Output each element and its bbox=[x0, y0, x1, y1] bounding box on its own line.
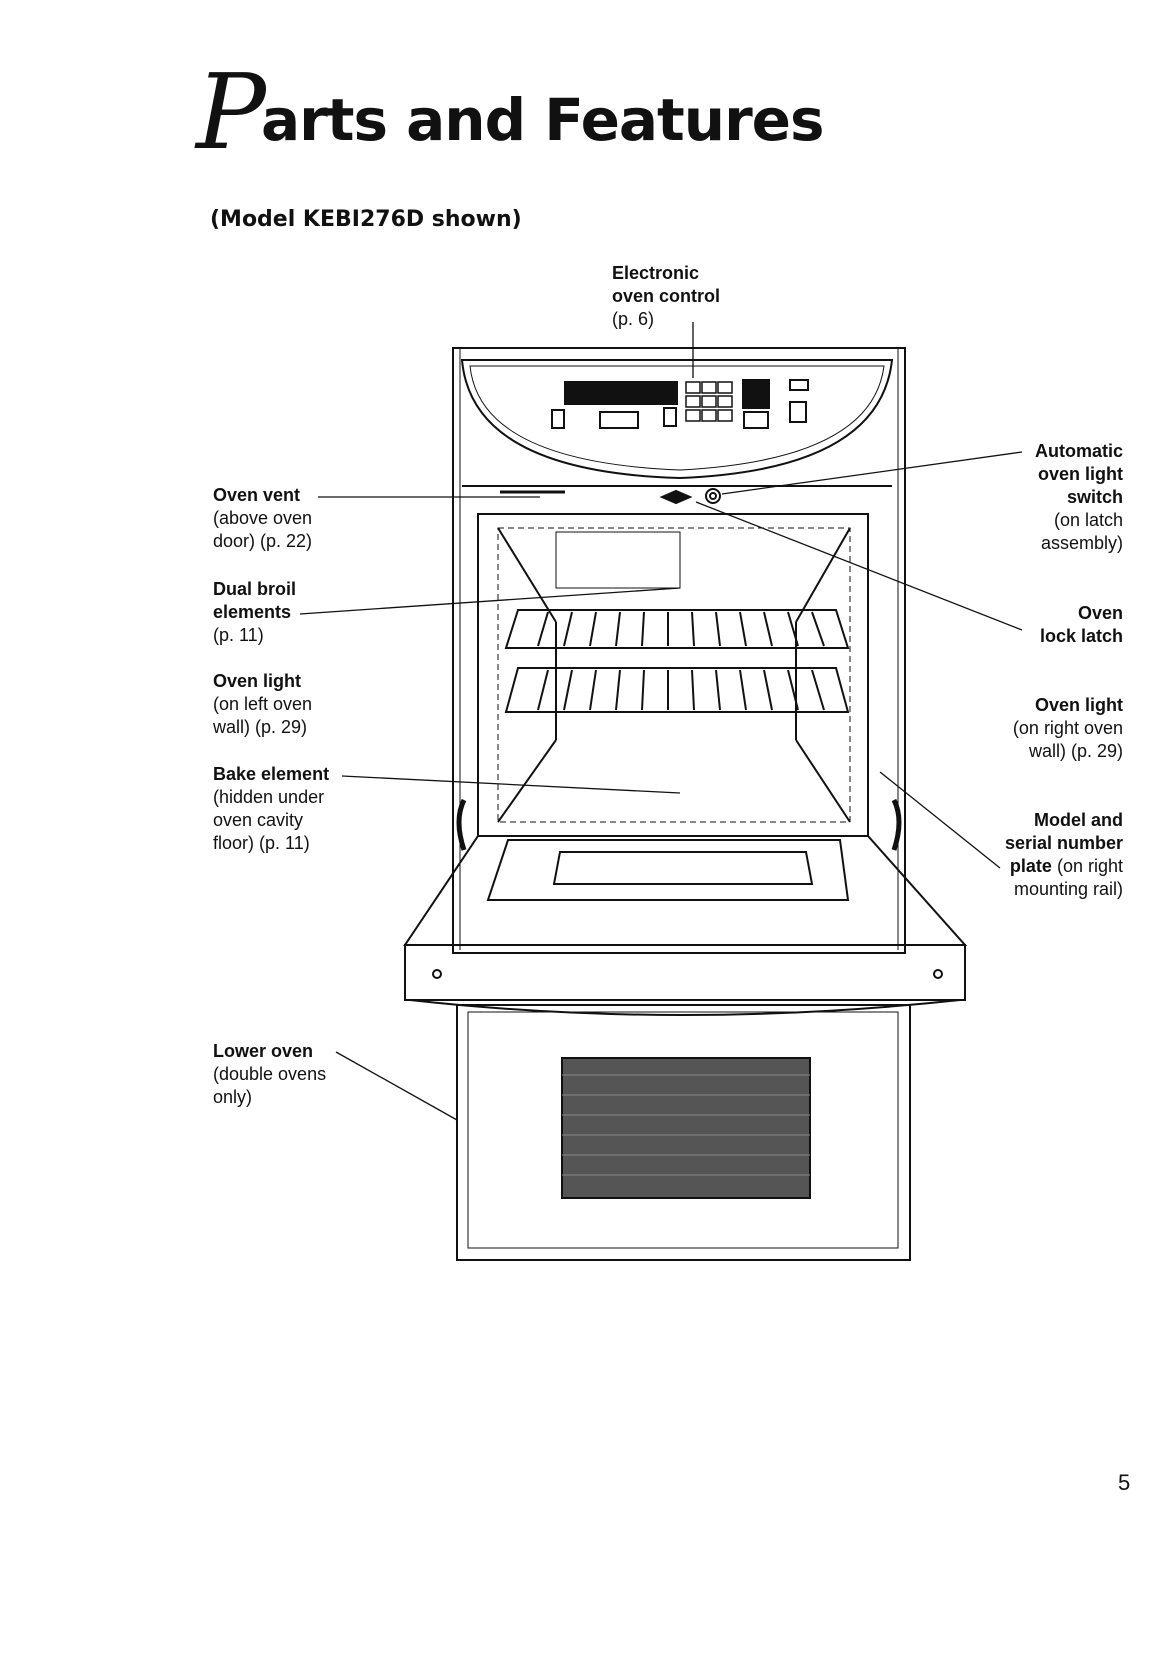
lower-oven-window bbox=[561, 1057, 811, 1199]
page-number: 5 bbox=[1118, 1470, 1131, 1495]
callout-electronic-control: Electronic oven control (p. 6) bbox=[612, 263, 721, 329]
callout-oven-light-left: Oven light (on left oven wall) (p. 29) bbox=[213, 671, 313, 737]
callout-bake-element: Bake element (hidden under oven cavity f… bbox=[213, 764, 330, 853]
lower-oven bbox=[456, 1004, 911, 1261]
control-panel bbox=[460, 359, 894, 480]
callout-dual-broil: Dual broil elements (p. 11) bbox=[213, 579, 297, 645]
page-title: Parts and Features bbox=[196, 52, 825, 164]
oven-frame-outline bbox=[452, 347, 906, 954]
latch-assembly bbox=[659, 489, 693, 505]
door-handle-bar bbox=[404, 944, 966, 1001]
light-switch bbox=[705, 488, 721, 504]
callout-oven-lock-latch: Oven lock latch bbox=[1039, 603, 1123, 646]
model-subtitle: (Model KEBI276D shown) bbox=[210, 207, 522, 232]
callout-oven-light-right: Oven light (on right oven wall) (p. 29) bbox=[1012, 695, 1123, 761]
oven-cavity bbox=[477, 513, 869, 837]
callout-oven-vent: Oven vent (above oven door) (p. 22) bbox=[213, 485, 313, 551]
callout-model-serial-plate: Model and serial number plate (on right … bbox=[1004, 810, 1123, 899]
title-text: arts and Features bbox=[260, 86, 825, 154]
callout-automatic-light-switch: Automatic oven light switch (on latch as… bbox=[1034, 441, 1123, 553]
display-window bbox=[564, 381, 678, 405]
oven-racks bbox=[504, 609, 850, 713]
callout-lower-oven: Lower oven (double ovens only) bbox=[213, 1041, 327, 1107]
title-initial: P bbox=[196, 51, 266, 173]
